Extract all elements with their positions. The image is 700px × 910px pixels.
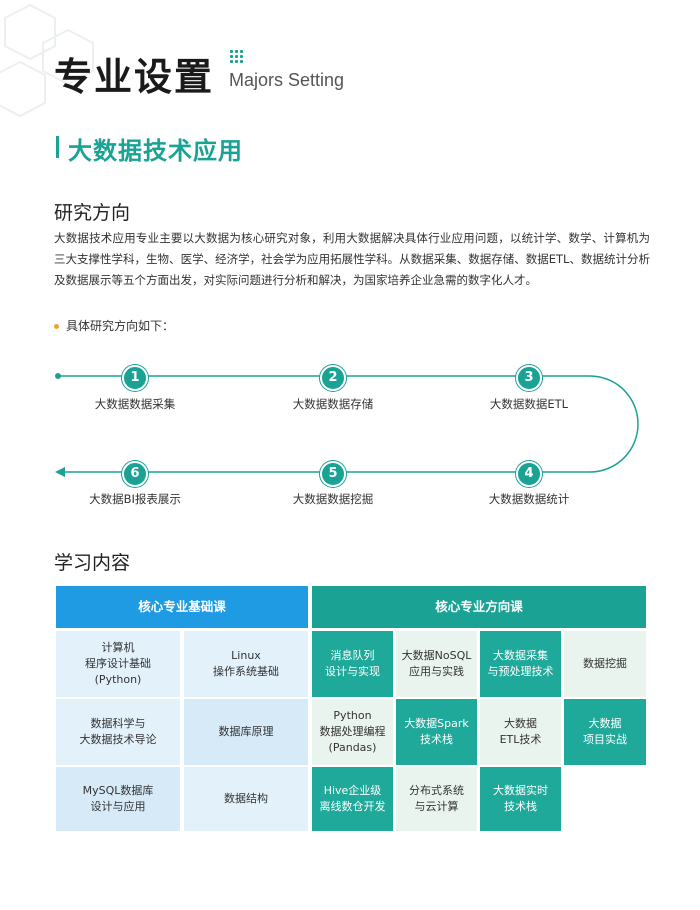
course-cell: 数据科学与 大数据技术导论	[56, 699, 180, 765]
research-paragraph: 大数据技术应用专业主要以大数据为核心研究对象，利用大数据解决具体行业应用问题，以…	[54, 231, 650, 287]
step-5-badge: 5	[320, 461, 346, 487]
course-cell: 大数据Spark 技术栈	[396, 699, 477, 765]
course-cell: 分布式系统 与云计算	[396, 767, 477, 831]
research-heading: 研究方向	[54, 202, 131, 224]
course-cell: 大数据实时 技术栈	[480, 767, 561, 831]
step-3-badge: 3	[516, 365, 542, 391]
page-title: 专业设置	[54, 55, 215, 99]
core-direction-header: 核心专业方向课	[312, 586, 646, 628]
step-6-label: 大数据BI报表展示	[89, 492, 181, 506]
course-cell: 大数据 项目实战	[564, 699, 646, 765]
page-subtitle: Majors Setting	[229, 70, 345, 90]
step-1-label: 大数据数据采集	[94, 397, 176, 411]
course-cell: 大数据采集 与预处理技术	[480, 631, 561, 697]
course-cell: Linux 操作系统基础	[184, 631, 308, 697]
major-accent-bar	[56, 136, 59, 158]
dots-grid-icon	[230, 50, 246, 64]
course-cell: 数据结构	[184, 767, 308, 831]
course-cell: 大数据NoSQL 应用与实践	[396, 631, 477, 697]
core-basic-header: 核心专业基础课	[56, 586, 308, 628]
step-2-label: 大数据数据存储	[292, 397, 374, 411]
course-cell: Python 数据处理编程 (Pandas)	[312, 699, 393, 765]
course-cell: 计算机 程序设计基础 (Python)	[56, 631, 180, 697]
step-5-label: 大数据数据挖掘	[292, 492, 374, 506]
course-cell: MySQL数据库 设计与应用	[56, 767, 180, 831]
course-cell: Hive企业级 离线数仓开发	[312, 767, 393, 831]
step-4-label: 大数据数据统计	[488, 492, 570, 506]
research-flow-path	[55, 373, 639, 477]
study-heading: 学习内容	[54, 552, 131, 574]
step-3-label: 大数据数据ETL	[489, 397, 569, 411]
step-1-badge: 1	[122, 365, 148, 391]
step-2-badge: 2	[320, 365, 346, 391]
step-6-badge: 6	[122, 461, 148, 487]
course-cell: 大数据 ETL技术	[480, 699, 561, 765]
course-cell: 数据库原理	[184, 699, 308, 765]
course-cell: 数据挖掘	[564, 631, 646, 697]
step-4-badge: 4	[516, 461, 542, 487]
course-cell: 消息队列 设计与实现	[312, 631, 393, 697]
hexagon-decoration	[0, 3, 94, 118]
bullet-dot-icon	[54, 324, 59, 329]
research-bullet: 具体研究方向如下：	[66, 319, 175, 333]
major-name: 大数据技术应用	[68, 137, 243, 165]
